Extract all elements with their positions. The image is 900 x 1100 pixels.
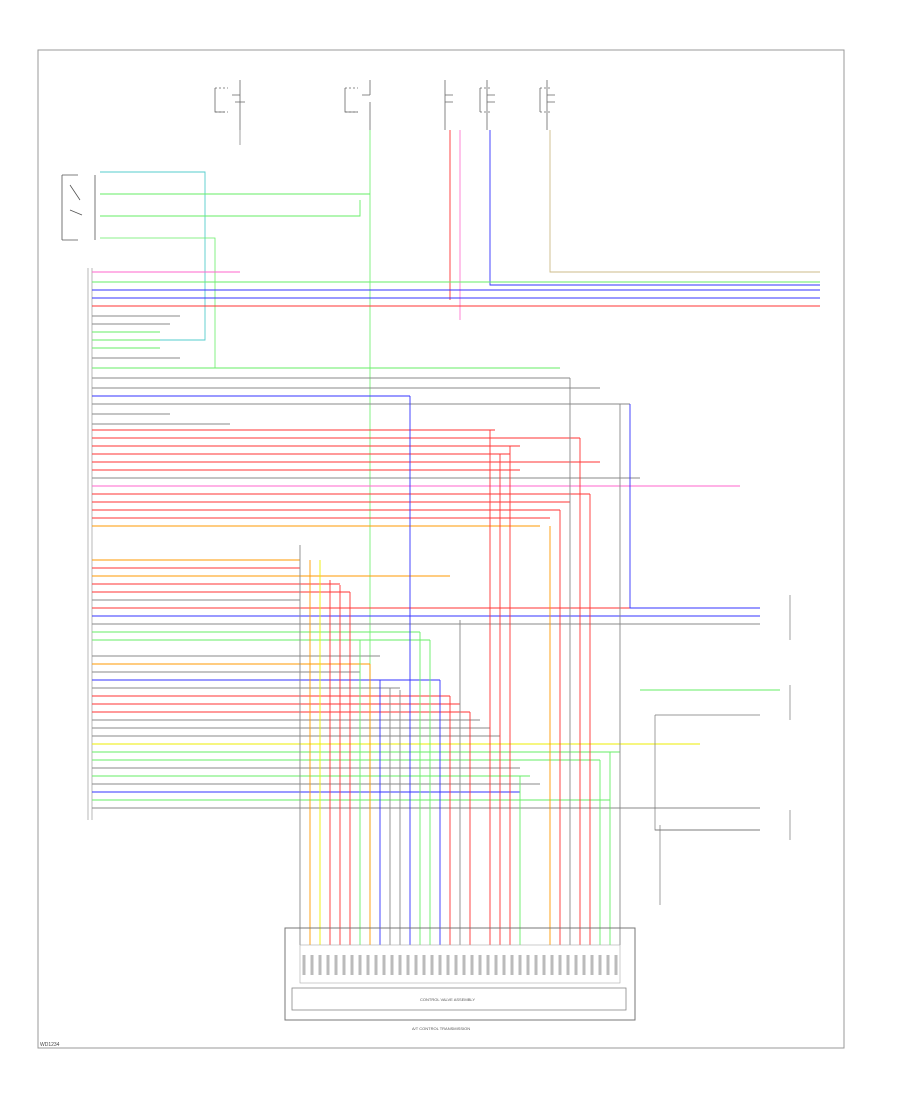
- valve-pin: [390, 955, 394, 975]
- valve-pin: [302, 955, 306, 975]
- valve-pin: [414, 955, 418, 975]
- transmission-label: A/T CONTROL TRANSMISSION: [412, 1026, 470, 1031]
- wire-drop: [549, 130, 820, 273]
- switch-component: [61, 174, 96, 241]
- valve-pin: [518, 955, 522, 975]
- valve-pin: [582, 955, 586, 975]
- wire-switch: [92, 171, 206, 341]
- pcm-connector: [87, 268, 93, 820]
- valve-pin: [406, 955, 410, 975]
- valve-pin: [422, 955, 426, 975]
- valve-pin: [574, 955, 578, 975]
- valve-pin: [398, 955, 402, 975]
- transmission-assembly: CONTROL VALVE ASSEMBLY A/T CONTROL TRANS…: [284, 927, 636, 1031]
- valve-pin: [606, 955, 610, 975]
- valve-pin: [526, 955, 530, 975]
- valve-pin: [558, 955, 562, 975]
- valve-pin: [334, 955, 338, 975]
- valve-pin: [590, 955, 594, 975]
- valve-pin: [358, 955, 362, 975]
- valve-pin: [350, 955, 354, 975]
- valve-pin: [614, 955, 618, 975]
- valve-pin: [478, 955, 482, 975]
- valve-pin: [342, 955, 346, 975]
- valve-pin: [318, 955, 322, 975]
- right-components: [654, 595, 791, 905]
- valve-pin: [550, 955, 554, 975]
- footer-code: WD1234: [40, 1042, 60, 1048]
- wire-right: [629, 404, 760, 609]
- valve-pin: [430, 955, 434, 975]
- wire-drop: [489, 130, 820, 286]
- valve-pin: [366, 955, 370, 975]
- pin-row-box: [299, 944, 621, 984]
- valve-pin: [382, 955, 386, 975]
- valve-pin: [446, 955, 450, 975]
- valve-pin: [486, 955, 490, 975]
- valve-label: CONTROL VALVE ASSEMBLY: [420, 997, 475, 1002]
- valve-pin: [598, 955, 602, 975]
- top-fuse-blocks: [214, 80, 555, 130]
- diagram-border: [37, 49, 845, 1049]
- valve-pin: [310, 955, 314, 975]
- valve-pin: [566, 955, 570, 975]
- valve-pin: [438, 955, 442, 975]
- valve-pin: [534, 955, 538, 975]
- valve-pin: [462, 955, 466, 975]
- valve-pin: [470, 955, 474, 975]
- valve-box: [291, 987, 627, 1011]
- valve-pin: [510, 955, 514, 975]
- valve-pins: [302, 955, 618, 975]
- valve-pin: [502, 955, 506, 975]
- wire-switch: [100, 200, 361, 217]
- valve-pin: [542, 955, 546, 975]
- valve-pin: [326, 955, 330, 975]
- wire-harness: [92, 130, 820, 945]
- wire-switch: [92, 237, 216, 369]
- valve-pin: [494, 955, 498, 975]
- valve-pin: [374, 955, 378, 975]
- transmission-box: [284, 927, 636, 1021]
- valve-pin: [454, 955, 458, 975]
